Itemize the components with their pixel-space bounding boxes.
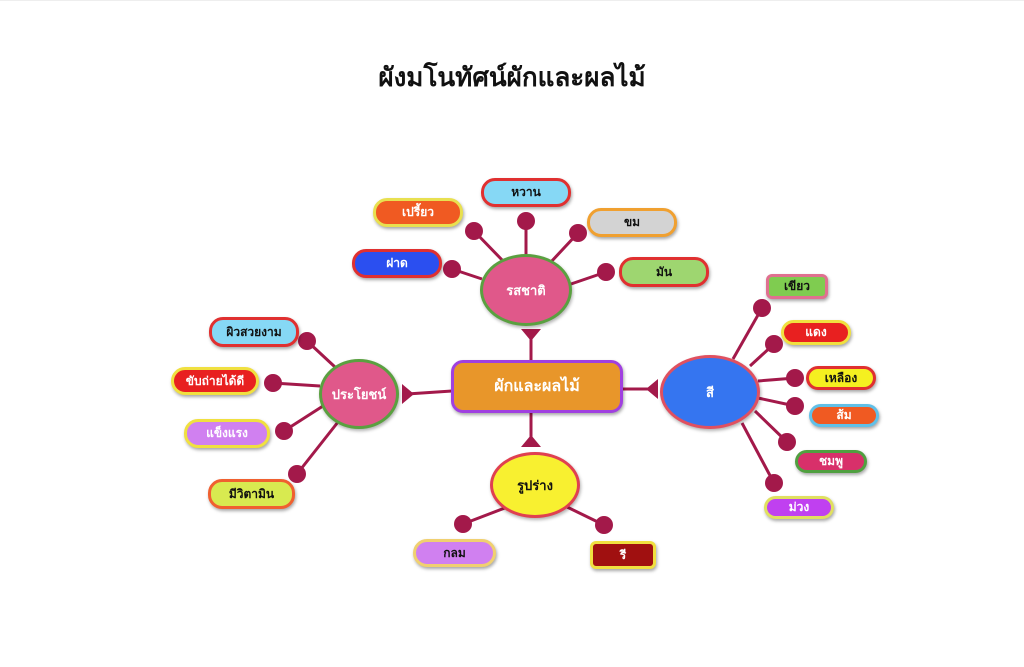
benefit-item: ผิวสวยงาม (209, 317, 299, 347)
node-dot (765, 474, 783, 492)
branch-color: สี (660, 355, 760, 429)
color-item: เหลือง (806, 366, 876, 390)
node-dot (517, 212, 535, 230)
color-item: ชมพู (795, 450, 867, 473)
connector (731, 307, 764, 360)
taste-item: มัน (619, 257, 709, 287)
branch-taste: รสชาติ (480, 254, 572, 326)
node-dot (786, 369, 804, 387)
arrow-head (646, 379, 658, 399)
color-item: ม่วง (764, 496, 834, 519)
center-node: ผักและผลไม้ (451, 360, 623, 413)
node-dot (597, 263, 615, 281)
arrow-head (521, 329, 541, 341)
arrow-head (402, 384, 414, 404)
page-title: ผังมโนทัศน์ผักและผลไม้ (378, 63, 646, 93)
connector (295, 421, 340, 475)
connector (740, 422, 776, 484)
node-dot (288, 465, 306, 483)
branch-shape: รูปร่าง (490, 452, 580, 518)
color-item: เขียว (766, 274, 828, 299)
taste-item: ฝาด (352, 249, 442, 278)
taste-item: ขม (587, 208, 677, 237)
connector (406, 389, 453, 396)
color-item: แดง (781, 320, 851, 345)
taste-item: เปรี้ยว (373, 198, 463, 227)
branch-benefit: ประโยชน์ (319, 359, 399, 429)
benefit-item: ขับถ่ายได้ดี (171, 367, 259, 395)
node-dot (465, 222, 483, 240)
taste-item: หวาน (481, 178, 571, 207)
node-dot (454, 515, 472, 533)
node-dot (264, 374, 282, 392)
shape-item: กลม (413, 539, 496, 567)
node-dot (569, 224, 587, 242)
node-dot (275, 422, 293, 440)
node-dot (753, 299, 771, 317)
node-dot (443, 260, 461, 278)
node-dot (786, 397, 804, 415)
node-dot (778, 433, 796, 451)
node-dot (595, 516, 613, 534)
color-item: ส้ม (809, 404, 879, 427)
shape-item: รี (590, 541, 656, 569)
node-dot (765, 335, 783, 353)
arrow-head (521, 435, 541, 447)
benefit-item: มีวิตามิน (208, 479, 295, 509)
benefit-item: แข็งแรง (184, 419, 270, 448)
node-dot (298, 332, 316, 350)
